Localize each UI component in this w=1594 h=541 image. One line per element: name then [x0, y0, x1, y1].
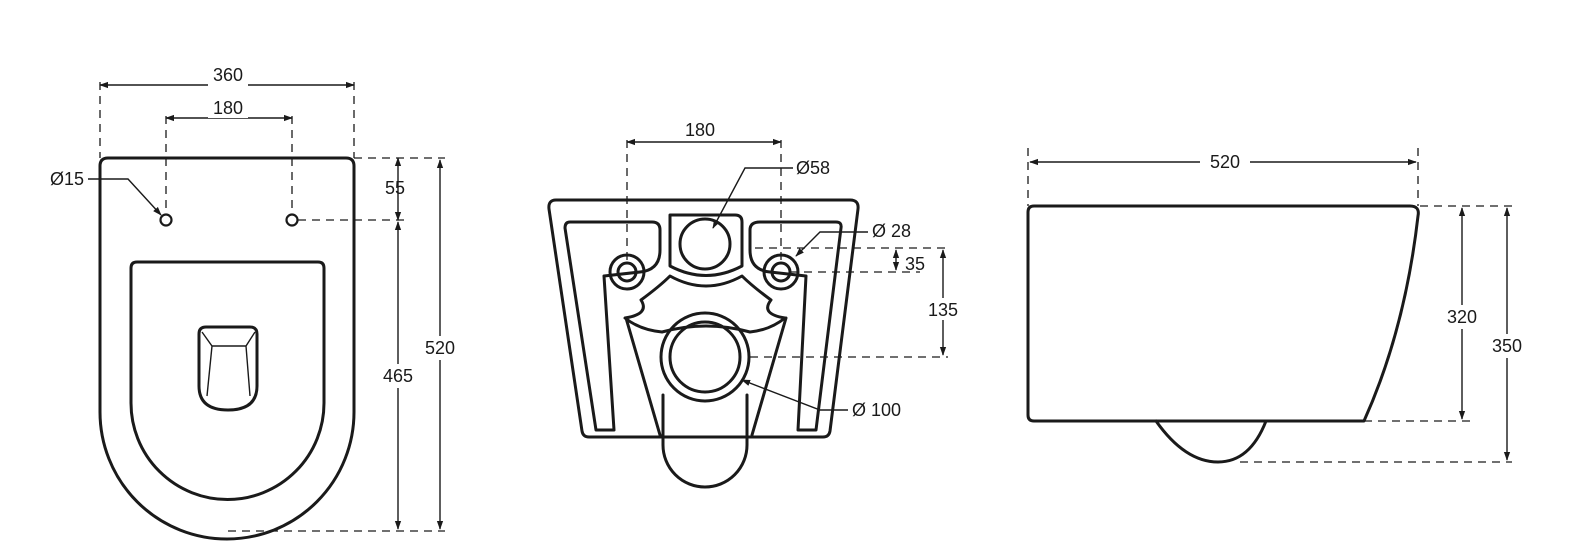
- rear-outer-frame: [547, 198, 860, 439]
- offset-small-label: 35: [905, 254, 925, 274]
- fixing-hole-left: [159, 213, 173, 227]
- hole-spacing-label: 180: [213, 98, 243, 118]
- fixing-lug-left-inner: [616, 261, 638, 283]
- outlet-ring-outer: [659, 311, 751, 403]
- outlet-tail: [661, 393, 749, 489]
- rear-inner-left: [563, 220, 662, 432]
- outlet-ring-inner: [668, 320, 742, 394]
- inlet-ring: [678, 217, 732, 271]
- rear-view: 180 Ø58 Ø 28 35 135 Ø 100: [547, 120, 962, 489]
- body-height-label: 320: [1447, 307, 1477, 327]
- offset-large-label: 135: [928, 300, 958, 320]
- height-to-holes-label: 465: [383, 366, 413, 386]
- outlet-channel: [624, 316, 788, 437]
- rear-hole-spacing-label: 180: [685, 120, 715, 140]
- length-label: 520: [1210, 152, 1240, 172]
- side-trap-bulge: [1154, 419, 1268, 464]
- side-body-outline: [1026, 204, 1420, 423]
- flush-outlet-facets: [201, 331, 256, 397]
- inlet-diameter-label: Ø58: [796, 158, 830, 178]
- side-total-height-label: 350: [1492, 336, 1522, 356]
- inlet-housing: [668, 213, 744, 277]
- flush-outlet: [197, 325, 259, 412]
- side-view: 520 320 350: [1026, 148, 1525, 464]
- bowl-outline: [98, 156, 356, 541]
- fixing-diameter-label: Ø 28: [872, 221, 911, 241]
- hole-diameter-label: Ø15: [50, 169, 84, 189]
- rear-inner-right: [748, 220, 843, 432]
- hole-offset-label: 55: [385, 178, 405, 198]
- front-view: 360 180 Ø15 55 465 520: [50, 64, 460, 541]
- overall-width-label: 360: [213, 65, 243, 85]
- bowl-opening: [129, 260, 326, 501]
- fixing-hole-right: [285, 213, 299, 227]
- centre-web: [623, 274, 787, 334]
- outlet-diameter-label: Ø 100: [852, 400, 901, 420]
- total-height-label: 520: [425, 338, 455, 358]
